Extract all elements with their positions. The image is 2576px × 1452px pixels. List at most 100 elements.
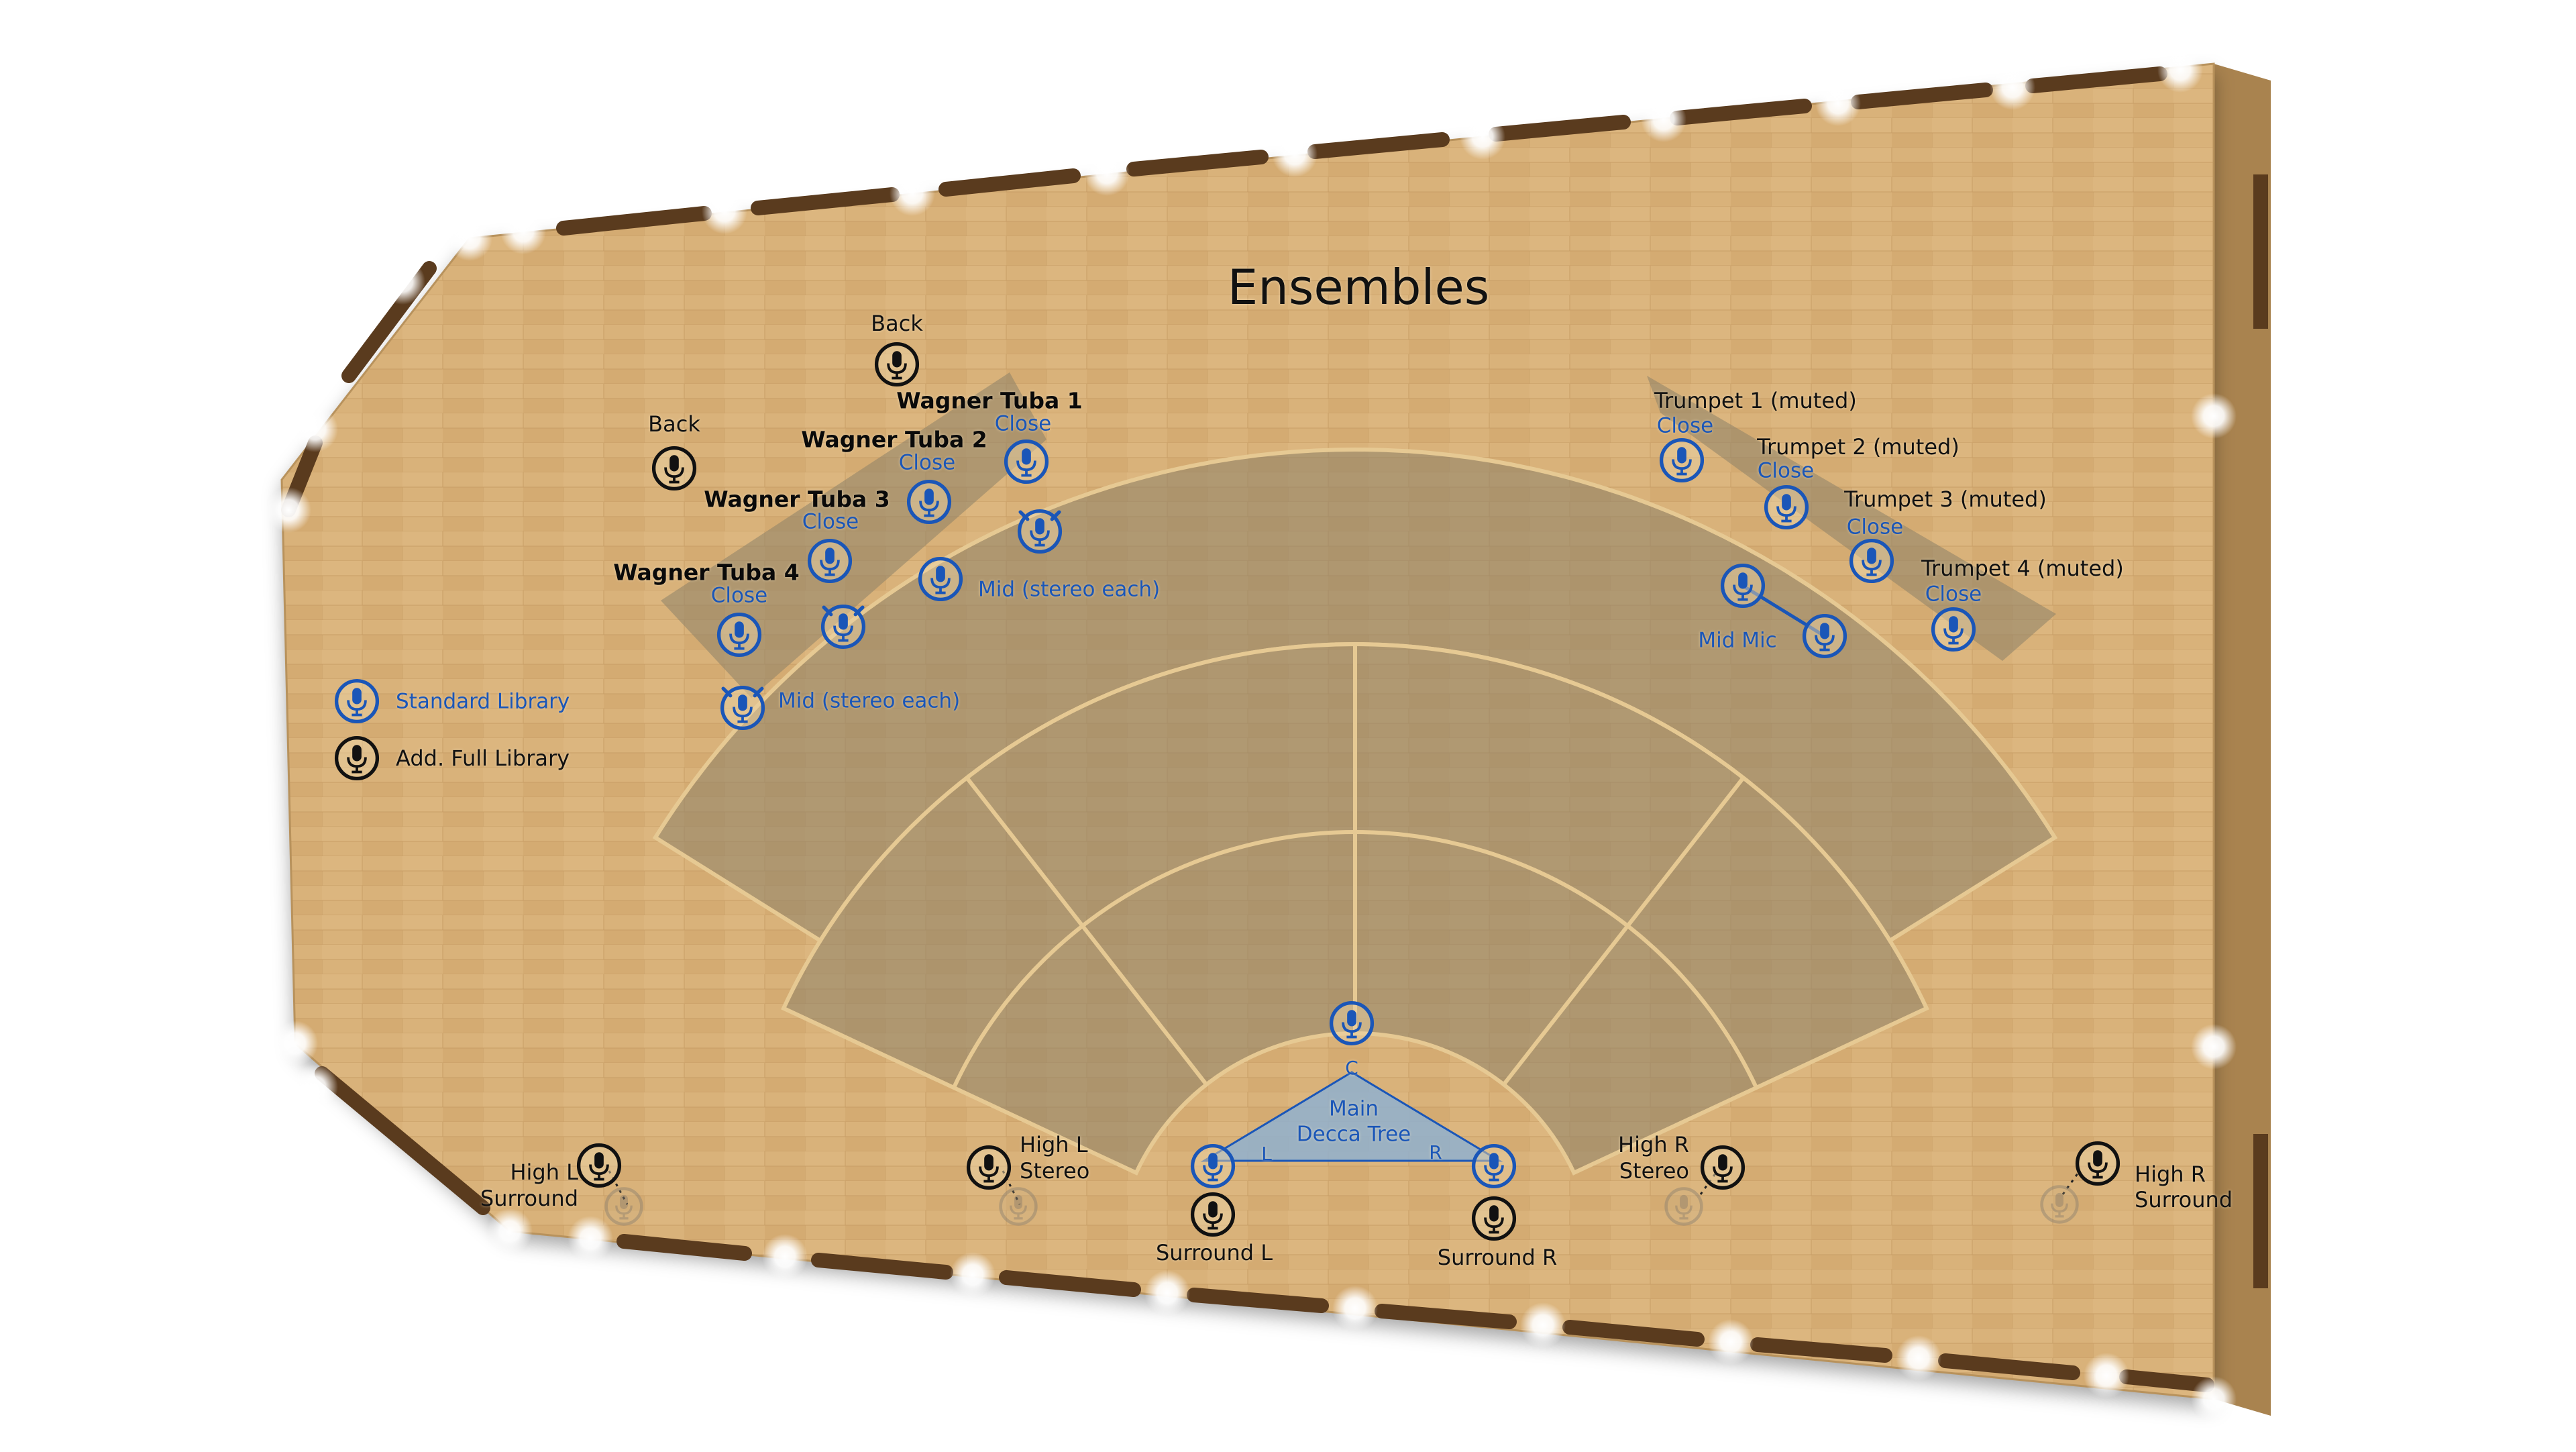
wagner-tuba-4-close-mic[interactable] [714, 609, 765, 660]
stage-light [2191, 1376, 2237, 1422]
trumpet-mid-mic-right[interactable] [1799, 611, 1850, 662]
trumpet-2-close-mic[interactable] [1761, 482, 1812, 533]
wagner-mid-mic-2[interactable] [915, 554, 966, 605]
stage-light [890, 170, 935, 216]
decca-r-label: R [1429, 1141, 1442, 1163]
microphone-icon [1329, 1000, 1375, 1046]
high-l-stereo-label-1: High L [1020, 1132, 1088, 1157]
trumpet-1-close-label: Close [1656, 413, 1714, 438]
wagner-tuba-1-label: Wagner Tuba 1 [896, 387, 1083, 414]
microphone-icon [716, 612, 762, 658]
trumpet-mid-mic-label: Mid Mic [1698, 628, 1777, 653]
wagner-tuba-4-label: Wagner Tuba 4 [613, 559, 800, 586]
decca-l-mic[interactable] [1187, 1141, 1238, 1192]
stage-light [2191, 1024, 2237, 1070]
trumpet-mid-mic-left[interactable] [1717, 560, 1768, 611]
back-mic-left[interactable] [649, 443, 700, 494]
high-l-surround-label-1: High L [510, 1159, 578, 1185]
stage-walls [281, 66, 2268, 1392]
wagner-tuba-1-close-mic[interactable] [1001, 436, 1052, 487]
high-r-stereo-mic[interactable] [1697, 1142, 1748, 1193]
high-r-stereo-label-2: Stereo [1619, 1158, 1689, 1184]
stage-lights [266, 47, 2237, 1422]
stage-light [1520, 1302, 1566, 1348]
wagner-mid-mic-1[interactable] [1014, 506, 1065, 557]
stage-light [568, 1216, 613, 1261]
microphone-icon [1004, 439, 1049, 484]
decca-c-label: C [1345, 1057, 1358, 1079]
trumpet-4-label: Trumpet 4 (muted) [1921, 556, 2124, 581]
surround-l-label: Surround L [1155, 1240, 1273, 1265]
stage-light [1144, 1270, 1190, 1316]
high-r-surround-ghost-mic [2037, 1182, 2082, 1227]
microphone-icon [1849, 538, 1894, 584]
trumpet-1-label: Trumpet 1 (muted) [1654, 388, 1857, 413]
back-mic-top[interactable] [871, 339, 922, 390]
wagner-tuba-3-close-mic[interactable] [804, 535, 855, 586]
high-l-stereo-mic[interactable] [963, 1142, 1014, 1193]
high-l-stereo-ghost-mic [996, 1184, 1040, 1229]
trumpet-4-close-label: Close [1925, 582, 1982, 607]
trumpet-2-label: Trumpet 2 (muted) [1757, 434, 1960, 460]
surround-r-label: Surround R [1437, 1245, 1558, 1270]
wagner-tuba-2-close-mic[interactable] [904, 476, 955, 527]
surround-l-mic[interactable] [1187, 1189, 1238, 1240]
wall-panel [616, 1234, 752, 1261]
high-r-stereo-ghost-mic [1662, 1184, 1706, 1229]
trumpet-3-close-mic[interactable] [1846, 535, 1897, 586]
microphone-icon [1471, 1143, 1517, 1189]
stage-light [487, 1208, 533, 1254]
stage-light [1332, 1286, 1378, 1331]
high-l-surround-mic[interactable] [574, 1140, 625, 1191]
trumpet-2-close-label: Close [1757, 458, 1815, 483]
wagner-tuba-4-close-label: Close [710, 583, 768, 608]
wagner-mid-upper-label: Mid (stereo each) [978, 577, 1161, 602]
high-l-stereo-label-2: Stereo [1020, 1158, 1090, 1184]
stage-light [272, 1021, 318, 1066]
wall-panel [1126, 150, 1269, 176]
stage-light [2157, 47, 2203, 93]
stage-light [950, 1252, 996, 1298]
wall-panel [315, 1066, 490, 1215]
legend-standard-mic-icon [331, 676, 382, 727]
stage-light [702, 189, 747, 234]
wall-panel [999, 1270, 1141, 1297]
wagner-mid-mic-3[interactable] [818, 601, 869, 652]
decca-c-mic[interactable] [1326, 998, 1377, 1049]
back-left-label: Back [648, 411, 700, 437]
wall-panel [1489, 115, 1631, 142]
stage-light [292, 1064, 338, 1110]
orchestra-seating [652, 372, 2058, 1176]
stage-light [1896, 1335, 1941, 1381]
wall-panel [811, 1253, 953, 1280]
wagner-tuba-2-label: Wagner Tuba 2 [801, 426, 987, 453]
high-l-surround-ghost-mic [602, 1184, 646, 1229]
microphone-icon [1720, 563, 1766, 609]
wall-panel [1851, 83, 1993, 109]
microphone-icon [1471, 1196, 1517, 1241]
microphone-icon [1931, 607, 1976, 652]
angled-microphone-icon [720, 685, 765, 731]
trumpet-1-close-mic[interactable] [1656, 435, 1707, 486]
decca-l-label: L [1261, 1143, 1272, 1165]
stage-light [447, 215, 492, 261]
high-r-surround-mic[interactable] [2072, 1138, 2123, 1189]
angled-microphone-icon [1017, 509, 1063, 554]
wall-panel [938, 168, 1081, 197]
trumpet-4-close-mic[interactable] [1928, 604, 1979, 655]
stage-light [292, 407, 338, 452]
microphone-icon [1190, 1143, 1236, 1189]
surround-r-mic[interactable] [1468, 1193, 1519, 1244]
decca-r-mic[interactable] [1468, 1141, 1519, 1192]
microphone-icon [918, 556, 963, 602]
stage-light [2084, 1353, 2129, 1398]
wall-panel [751, 187, 900, 215]
stage-light [1084, 150, 1130, 196]
wagner-tuba-2-close-label: Close [898, 450, 956, 475]
wagner-mid-mic-4[interactable] [717, 682, 768, 733]
high-r-surround-label-2: Surround [2135, 1187, 2233, 1212]
decca-main-label: Main [1328, 1096, 1379, 1121]
trumpet-3-close-label: Close [1846, 515, 1904, 539]
